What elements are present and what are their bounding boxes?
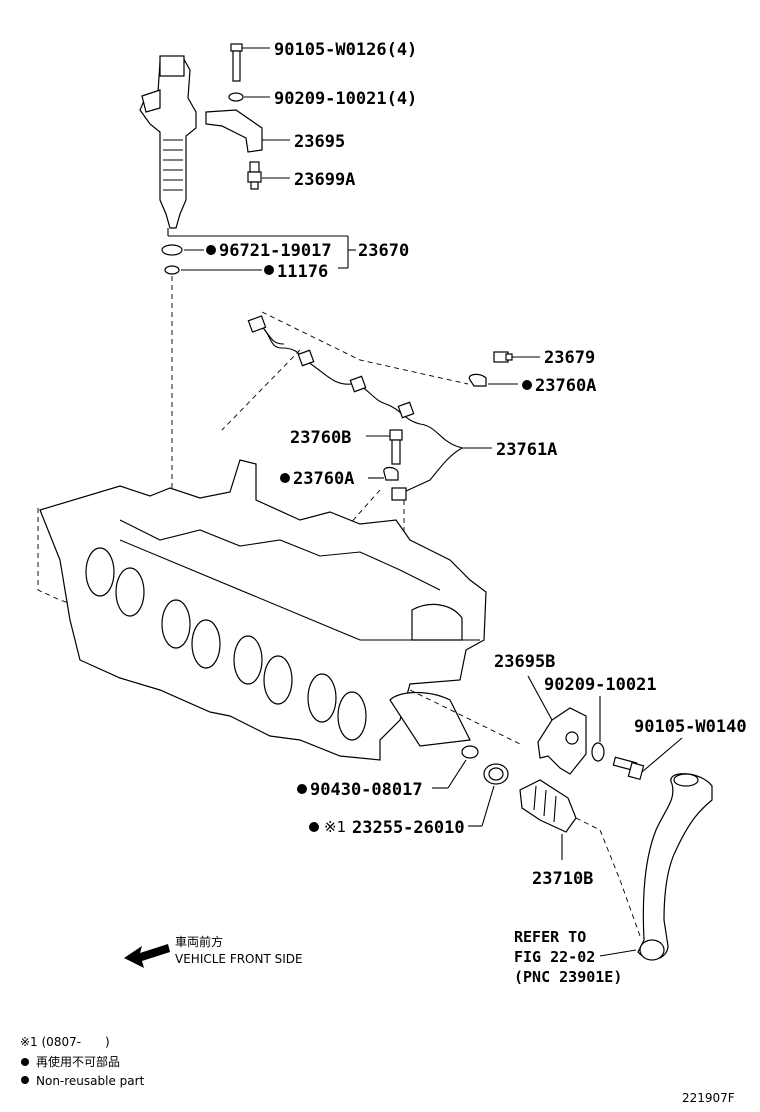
legend-note-2: 再使用不可部品 (36, 1054, 120, 1069)
part-label-23699A: 23699A (294, 170, 355, 190)
refer-line-2: FIG 22-02 (514, 948, 595, 966)
non-reusable-dot-icon (297, 784, 307, 794)
non-reusable-dot-icon (522, 380, 532, 390)
part-label-23760B: 23760B (290, 428, 351, 448)
part-label-23760A-mid: 23760A (293, 469, 354, 489)
legend-dot-icon (21, 1058, 29, 1066)
hose-drawing (637, 773, 713, 961)
part-label-90430-08017: 90430-08017 (310, 780, 423, 800)
gasket-drawing (161, 228, 356, 500)
non-reusable-dot-icon (206, 245, 216, 255)
refer-line-3: (PNC 23901E) (514, 968, 622, 986)
fitting-drawing (247, 161, 290, 190)
left-arrow-icon (124, 944, 170, 968)
bracket-washer-drawing (591, 696, 605, 762)
part-label-23695: 23695 (294, 132, 345, 152)
part-label-23255-26010: 23255-26010 (352, 818, 465, 838)
pipe-bolt-drawing (493, 351, 540, 363)
part-label-23670: 23670 (358, 241, 409, 261)
non-reusable-dot-icon (309, 822, 319, 832)
clip-drawing-top (468, 373, 518, 387)
part-label-11176: 11176 (277, 262, 328, 282)
pipe-bolt-drawing-2 (366, 429, 403, 465)
legend-dot-icon (21, 1076, 29, 1084)
bracket-bolt-drawing (612, 737, 683, 781)
figure-code: 221907F (682, 1091, 735, 1105)
seal-ring-drawing (468, 763, 509, 827)
part-label-23679: 23679 (544, 348, 595, 368)
part-label-23761A: 23761A (496, 440, 557, 460)
non-reusable-dot-icon (280, 473, 290, 483)
clamp-drawing (205, 109, 290, 153)
note-mark-prefix: ※1 (324, 818, 346, 836)
bracket-drawing (527, 675, 587, 775)
legend-note-3: Non-reusable part (36, 1074, 145, 1088)
cylinder-head-drawing (37, 459, 521, 761)
part-label-96721-19017: 96721-19017 (219, 241, 332, 261)
legend-note-1: ※1 (0807- ) (20, 1035, 110, 1049)
refer-line-1: REFER TO (514, 928, 586, 946)
clip-drawing-mid (368, 466, 399, 481)
part-label-23710B: 23710B (532, 869, 593, 889)
part-label-90209-10021: 90209-10021 (544, 675, 657, 695)
non-reusable-dot-icon (264, 265, 274, 275)
sensor-drawing (519, 779, 641, 937)
plug-washer-drawing (432, 745, 479, 789)
injection-pipe-drawing (221, 311, 469, 581)
direction-label-jp: 車両前方 (175, 934, 223, 949)
part-label-90105-W0140: 90105-W0140 (634, 717, 747, 737)
direction-label-en: VEHICLE FRONT SIDE (175, 952, 303, 966)
part-label-23760A-top: 23760A (535, 376, 596, 396)
part-label-23695B: 23695B (494, 652, 555, 672)
bolt-drawing (230, 43, 270, 82)
part-label-90209-10021-4: 90209-10021(4) (274, 89, 417, 109)
washer-drawing (228, 92, 270, 102)
part-label-90105-W0126: 90105-W0126(4) (274, 40, 417, 60)
injector-drawing (139, 55, 197, 229)
